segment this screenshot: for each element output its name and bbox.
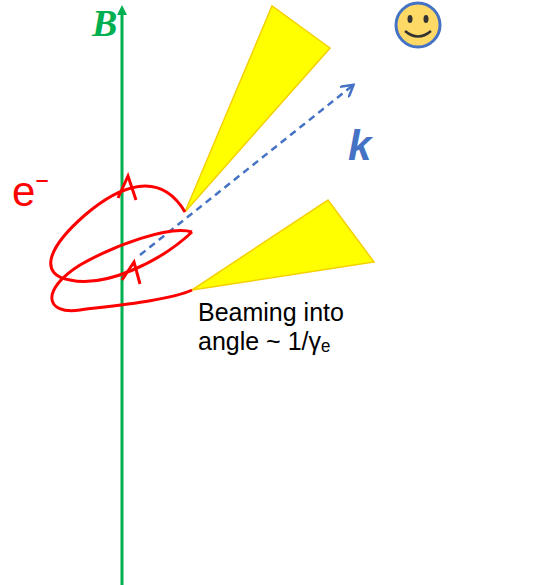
orbit-arrow	[122, 262, 140, 284]
observer-smiley	[396, 3, 440, 47]
beaming-note: Beaming into angle ~ 1/γₑ	[198, 298, 383, 356]
beam-cone	[185, 6, 330, 212]
orbit-arrow	[118, 176, 136, 200]
field-label: B	[92, 2, 117, 46]
electron-label: e⁻	[12, 168, 49, 216]
beam-cone	[192, 200, 374, 290]
electron-orbit	[51, 176, 192, 311]
wave-vector-label: k	[348, 122, 371, 170]
field-line	[121, 10, 124, 585]
